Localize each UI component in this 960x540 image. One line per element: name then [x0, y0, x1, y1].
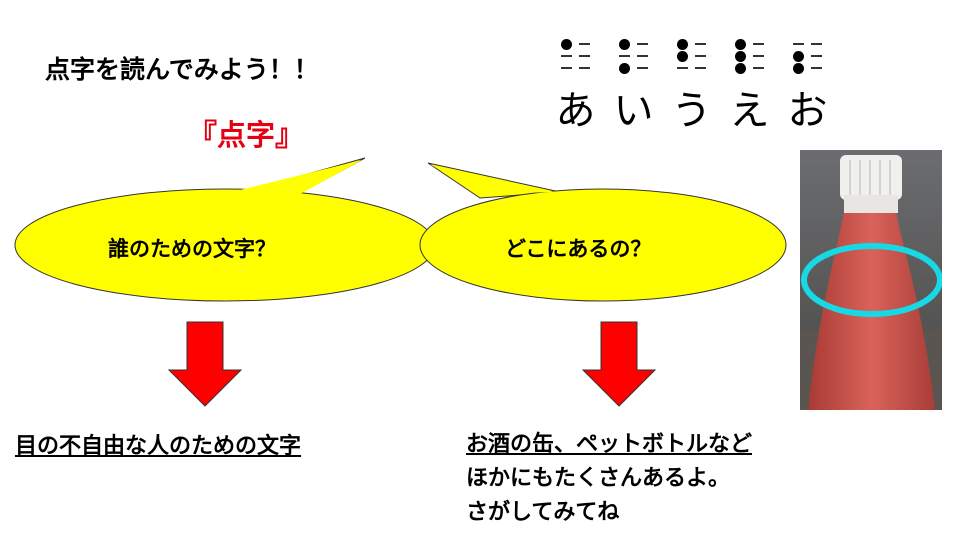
braille-dot-flat — [811, 38, 823, 50]
braille-kana: あ — [555, 88, 596, 134]
braille-dot-flat — [637, 50, 649, 62]
braille-kana: う — [671, 88, 712, 134]
braille-dot-raised — [677, 50, 689, 62]
braille-dot-flat — [695, 62, 707, 74]
bubble-text-left: 誰のための文字？ — [108, 237, 276, 261]
highlight-circle — [801, 243, 942, 317]
braille-dot-raised — [619, 38, 631, 50]
braille-dot-flat — [753, 38, 765, 50]
braille-kana: お — [787, 88, 828, 134]
braille-cell: い — [613, 38, 654, 136]
speech-bubble-left — [14, 157, 436, 302]
braille-dot-flat — [579, 38, 591, 50]
braille-cell: う — [671, 38, 712, 136]
braille-dots — [787, 38, 828, 80]
braille-chart: あいうえお — [555, 38, 828, 136]
braille-dot-raised — [793, 50, 805, 62]
braille-dot-flat — [811, 50, 823, 62]
slide-subtitle: 『点字』 — [188, 118, 305, 152]
bottle-photo — [800, 150, 942, 410]
braille-dot-raised — [561, 38, 573, 50]
braille-dot-flat — [619, 50, 631, 62]
braille-dot-flat — [793, 38, 805, 50]
braille-cell: あ — [555, 38, 596, 136]
braille-dot-flat — [753, 50, 765, 62]
braille-dot-raised — [735, 50, 747, 62]
answer-right-line-2: ほかにもたくさんあるよ。 — [466, 466, 731, 491]
braille-dot-flat — [753, 62, 765, 74]
answer-right-line-3: さがしてみてね — [466, 500, 620, 525]
braille-dot-flat — [677, 62, 689, 74]
braille-dot-raised — [735, 62, 747, 74]
braille-dot-raised — [793, 62, 805, 74]
down-arrow-right — [581, 321, 657, 407]
slide-title: 点字を読んでみよう！！ — [45, 55, 319, 84]
braille-dot-flat — [695, 50, 707, 62]
braille-dot-raised — [619, 62, 631, 74]
braille-dot-flat — [637, 38, 649, 50]
down-arrow-left — [167, 321, 243, 407]
answer-left: 目の不自由な人のための文字 — [15, 434, 302, 459]
braille-dot-flat — [561, 62, 573, 74]
braille-dots — [671, 38, 712, 80]
braille-dot-flat — [811, 62, 823, 74]
braille-dot-raised — [677, 38, 689, 50]
bubble-text-right: どこにあるの？ — [505, 237, 652, 261]
braille-cell: お — [787, 38, 828, 136]
braille-dot-flat — [561, 50, 573, 62]
braille-dot-flat — [579, 62, 591, 74]
speech-bubble-right — [419, 162, 787, 302]
braille-kana: え — [729, 88, 770, 134]
braille-dot-flat — [579, 50, 591, 62]
braille-dots — [555, 38, 596, 80]
braille-dot-flat — [695, 38, 707, 50]
braille-dot-flat — [637, 62, 649, 74]
answer-right-line-1: お酒の缶、ペットボトルなど — [466, 432, 753, 457]
braille-dots — [729, 38, 770, 80]
braille-cell: え — [729, 38, 770, 136]
braille-dots — [613, 38, 654, 80]
braille-kana: い — [613, 88, 654, 134]
answer-right: お酒の缶、ペットボトルなど ほかにもたくさんあるよ。 さがしてみてね — [466, 428, 752, 530]
braille-dot-raised — [735, 38, 747, 50]
